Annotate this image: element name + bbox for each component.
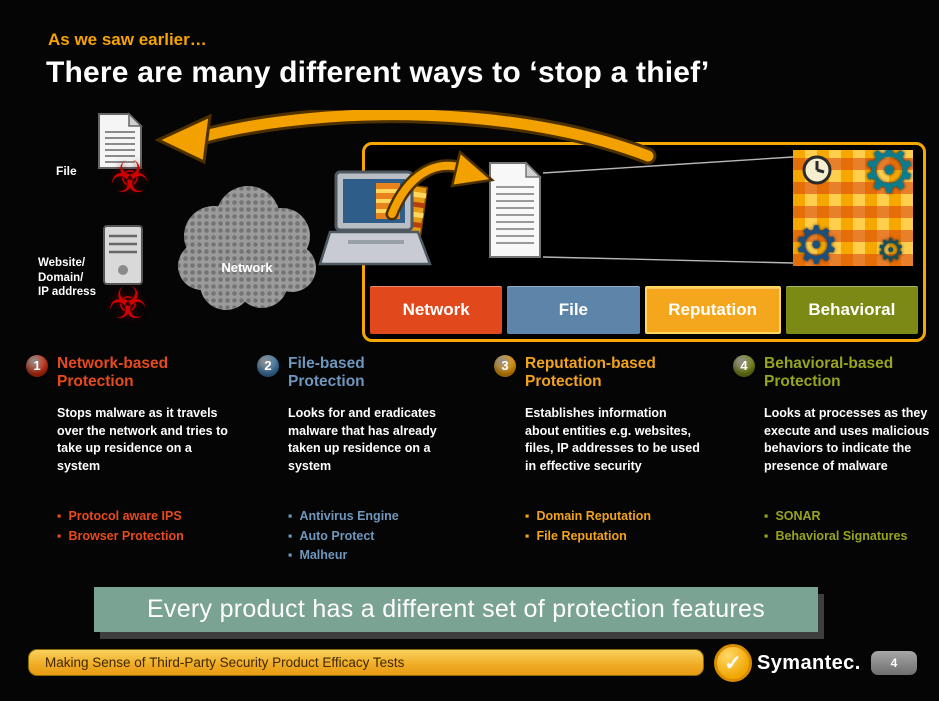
gear-icon: ⚙ xyxy=(876,231,905,266)
column-title: Reputation-based Protection xyxy=(525,355,656,390)
network-cloud-icon xyxy=(178,186,316,310)
bullet-item: Malheur xyxy=(288,546,488,565)
column-title: Behavioral-based Protection xyxy=(764,355,894,390)
bullet-item: SONAR xyxy=(764,507,933,526)
tab-behavioral: Behavioral xyxy=(785,286,918,334)
symantec-logo: ✓ Symantec. xyxy=(714,644,861,682)
brand-name: Symantec. xyxy=(757,651,861,674)
biohazard-icon: ☣ xyxy=(110,153,150,202)
column-header: 1 Network-based Protection xyxy=(26,355,251,390)
bullet-item: Browser Protection xyxy=(57,527,251,546)
page-title: There are many different ways to ‘stop a… xyxy=(46,56,710,89)
protection-panel-inner: ⚙ ⚙ ⚙ Network File Reputation Behavioral xyxy=(365,145,923,339)
website-line: Website/ xyxy=(38,257,86,269)
bullet-item: Domain Reputation xyxy=(525,507,727,526)
protection-diagram: File ☣ Website/ Domain/ IP address ☣ xyxy=(0,110,939,358)
column-header: 2 File-based Protection xyxy=(257,355,488,390)
network-label: Network xyxy=(221,260,273,275)
domain-line: Domain/ xyxy=(38,271,84,284)
website-domain-ip-label: Website/ Domain/ IP address xyxy=(38,256,96,300)
column-network-protection: 1 Network-based Protection Stops malware… xyxy=(26,355,251,565)
laptop-icon xyxy=(318,170,432,266)
bullet-item: Auto Protect xyxy=(288,527,488,546)
kicker-text: As we saw earlier… xyxy=(48,30,207,49)
bullet-list: Antivirus Engine Auto Protect Malheur xyxy=(288,507,488,565)
biohazard-icon: ☣ xyxy=(108,279,148,328)
server-icon xyxy=(103,225,143,285)
gear-icon: ⚙ xyxy=(793,216,840,266)
tab-file: File xyxy=(507,286,640,334)
column-behavioral-protection: 4 Behavioral-based Protection Looks at p… xyxy=(733,355,933,565)
symantec-check-icon: ✓ xyxy=(714,644,752,682)
column-body: Looks at processes as they execute and u… xyxy=(764,406,930,473)
bullet-item: Protocol aware IPS xyxy=(57,507,251,526)
document-icon xyxy=(489,161,542,258)
analysis-mosaic: ⚙ ⚙ ⚙ xyxy=(793,150,913,266)
bullet-item: Behavioral Signatures xyxy=(764,527,933,546)
column-body: Looks for and eradicates malware that ha… xyxy=(288,406,437,473)
page-number-badge: 4 xyxy=(871,651,917,675)
protection-tabs: Network File Reputation Behavioral xyxy=(370,286,918,334)
column-header: 4 Behavioral-based Protection xyxy=(733,355,933,390)
protection-columns: 1 Network-based Protection Stops malware… xyxy=(0,355,939,565)
ip-line: IP address xyxy=(38,286,96,299)
bullet-list: SONAR Behavioral Signatures xyxy=(764,507,933,546)
number-badge: 1 xyxy=(26,355,48,377)
number-badge: 2 xyxy=(257,355,279,377)
gear-icon: ⚙ xyxy=(861,150,913,207)
footer-title-bar: Making Sense of Third-Party Security Pro… xyxy=(28,649,704,676)
tab-network: Network xyxy=(370,286,503,334)
bullet-list: Domain Reputation File Reputation xyxy=(525,507,727,546)
bullet-item: Antivirus Engine xyxy=(288,507,488,526)
clock-icon xyxy=(802,155,832,185)
column-reputation-protection: 3 Reputation-based Protection Establishe… xyxy=(494,355,727,565)
column-file-protection: 2 File-based Protection Looks for and er… xyxy=(257,355,488,565)
number-badge: 4 xyxy=(733,355,755,377)
tab-reputation: Reputation xyxy=(644,286,781,334)
number-badge: 3 xyxy=(494,355,516,377)
column-header: 3 Reputation-based Protection xyxy=(494,355,727,390)
file-label: File xyxy=(56,164,77,178)
column-body: Stops malware as it travels over the net… xyxy=(57,406,228,473)
bullet-list: Protocol aware IPS Browser Protection xyxy=(57,507,251,546)
column-body: Establishes information about entities e… xyxy=(525,406,700,473)
column-title: File-based Protection xyxy=(288,355,365,390)
column-title: Network-based Protection xyxy=(57,355,169,390)
file-icon xyxy=(98,112,143,169)
zoom-lines xyxy=(542,156,794,264)
summary-banner: Every product has a different set of pro… xyxy=(94,587,818,632)
bullet-item: File Reputation xyxy=(525,527,727,546)
protection-panel: ⚙ ⚙ ⚙ Network File Reputation Behavioral xyxy=(362,142,926,342)
